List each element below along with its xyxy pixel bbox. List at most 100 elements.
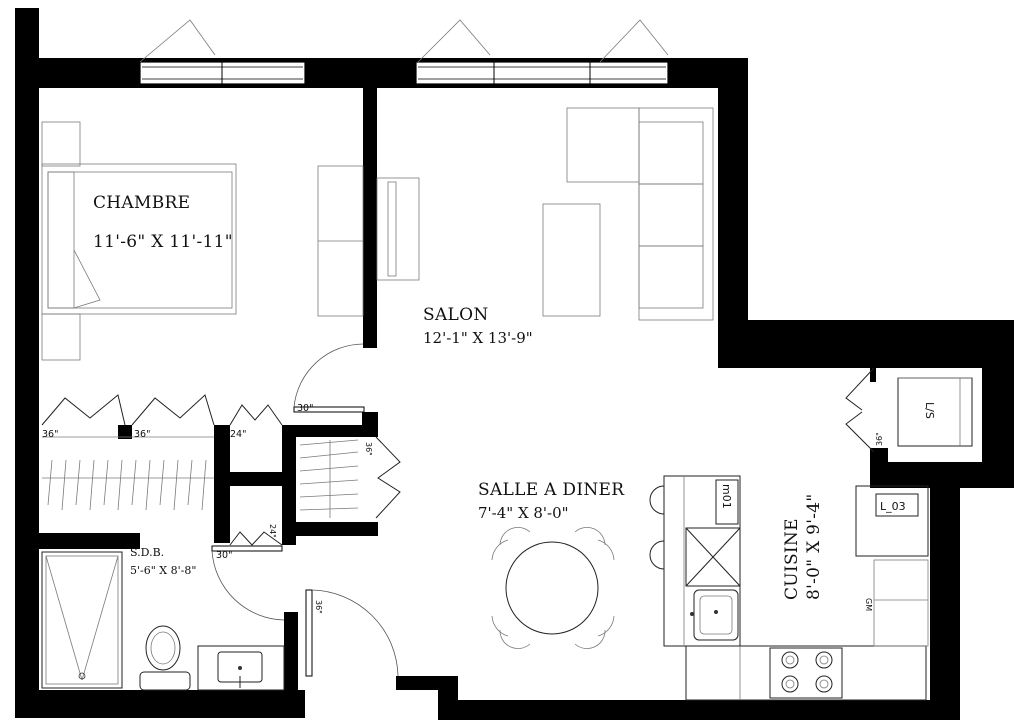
coffee-table <box>542 203 601 317</box>
fridge <box>873 559 929 647</box>
wall-left-upper <box>15 8 39 58</box>
nightstand-bottom <box>41 313 81 361</box>
microwave-label: m01 <box>720 484 733 509</box>
sdb-door-width: 30" <box>216 550 232 561</box>
wall-right-upper <box>718 58 748 368</box>
wall-bottom-right <box>438 700 960 720</box>
small-closet-bifold <box>229 531 283 546</box>
kitchen <box>663 377 973 701</box>
window-swing-1 <box>139 19 216 63</box>
interior-walls <box>39 86 378 702</box>
pantry-hangers <box>299 439 359 518</box>
microwave <box>715 479 739 525</box>
closet-bifold-2 <box>131 394 215 426</box>
window-salon <box>415 61 669 85</box>
dishwasher-tag-box <box>875 493 919 517</box>
chair-2 <box>574 527 606 546</box>
window-swing-3 <box>599 19 669 63</box>
sdb-dims: 5'-6" X 8'-8" <box>130 564 196 577</box>
door-salon <box>293 406 365 413</box>
exterior-walls <box>15 8 1014 720</box>
toilet-bowl <box>145 625 181 671</box>
counter-bottom <box>685 645 927 701</box>
closet-post <box>118 425 132 439</box>
appliance-labels: L/S L_03 m01 GM <box>720 402 936 611</box>
small-closet-top <box>214 472 296 486</box>
closet-left-width: 36" <box>42 429 58 440</box>
dining-set <box>491 485 665 649</box>
wall-right-lower <box>930 480 960 720</box>
pantry-bottom-wall <box>282 522 378 536</box>
sofa-cushion-1 <box>638 121 704 185</box>
bed-outline <box>41 163 237 315</box>
wall-entry-right-post <box>438 676 458 720</box>
sdb-right-wall <box>284 612 298 702</box>
bed-headboard <box>47 171 75 309</box>
door-width-labels: 36" 36" 24" 30" 36" 24" 30" 36" 36" <box>42 403 884 614</box>
bedroom-furniture <box>41 121 364 361</box>
closet-hangers <box>42 459 214 511</box>
cooktop <box>769 647 843 699</box>
salon-furniture <box>376 107 714 321</box>
wall-bump-top <box>718 320 1014 368</box>
bar-stool-2 <box>649 540 665 570</box>
chair-3 <box>499 629 531 649</box>
door-salon-arc <box>293 343 364 408</box>
door-sdb <box>211 545 283 552</box>
sofa-cushion-3 <box>638 245 704 309</box>
dishwasher-label: L_03 <box>880 500 906 513</box>
pantry-top-wall <box>282 425 378 437</box>
vanity <box>197 645 285 691</box>
tv-unit <box>376 177 420 281</box>
sofa-cushion-2 <box>638 183 704 247</box>
door-sdb-arc <box>211 550 285 621</box>
wall-bump-right <box>982 320 1014 488</box>
wall-left <box>15 58 39 718</box>
cuisine-name: CUISINE <box>782 518 802 600</box>
laundry-door-lower <box>845 411 875 453</box>
salle-a-diner-name: SALLE A DINER <box>478 480 625 500</box>
wall-laundry-stub <box>870 368 876 382</box>
cuisine-dims: 8'-0" X 9'-4" <box>804 493 824 600</box>
chair-4 <box>574 629 606 649</box>
kitchen-sink <box>693 589 739 641</box>
window-swing-2 <box>417 19 491 63</box>
laundry-door-upper <box>845 367 875 411</box>
entry-door-width: 36" <box>314 600 323 614</box>
bar-stool-1 <box>649 485 665 515</box>
door-entry-arc <box>311 589 399 677</box>
small-closet-width: 24" <box>268 524 277 538</box>
chambre-name: CHAMBRE <box>93 193 190 213</box>
chambre-dims: 11'-6" X 11'-11" <box>93 232 233 252</box>
pantry-bifold <box>375 436 401 519</box>
fridge-tag-label: GM <box>864 598 873 611</box>
pantry-door-width: 36" <box>364 442 373 456</box>
laundry-label: L/S <box>923 402 936 419</box>
room-labels: CHAMBRE 11'-6" X 11'-11" SALON 12'-1" X … <box>93 193 824 600</box>
wall-bottom-left <box>15 690 305 718</box>
bathroom-fixtures <box>41 551 285 691</box>
sofa-section <box>638 107 714 321</box>
salon-name: SALON <box>423 305 489 325</box>
door-entry <box>305 589 313 677</box>
salon-door-width: 30" <box>297 403 313 414</box>
nightstand-top <box>41 121 81 167</box>
sdb-top-wall <box>39 533 124 549</box>
dining-table <box>505 541 599 635</box>
sofa-back <box>566 107 640 183</box>
range-hood <box>685 527 741 587</box>
dishwasher-unit <box>855 485 929 557</box>
pantry-corner <box>362 412 378 436</box>
closet-right-width: 24" <box>230 429 246 440</box>
tv-screen <box>387 181 397 277</box>
closet-mid-width: 36" <box>134 429 150 440</box>
bed-fold <box>73 249 101 309</box>
salon-dims: 12'-1" X 13'-9" <box>423 329 533 347</box>
chair-1 <box>499 527 531 546</box>
closets <box>41 394 401 546</box>
doors <box>211 343 875 677</box>
closet-bifold-3 <box>229 404 283 426</box>
salle-a-diner-dims: 7'-4" X 8'-0" <box>478 504 569 522</box>
